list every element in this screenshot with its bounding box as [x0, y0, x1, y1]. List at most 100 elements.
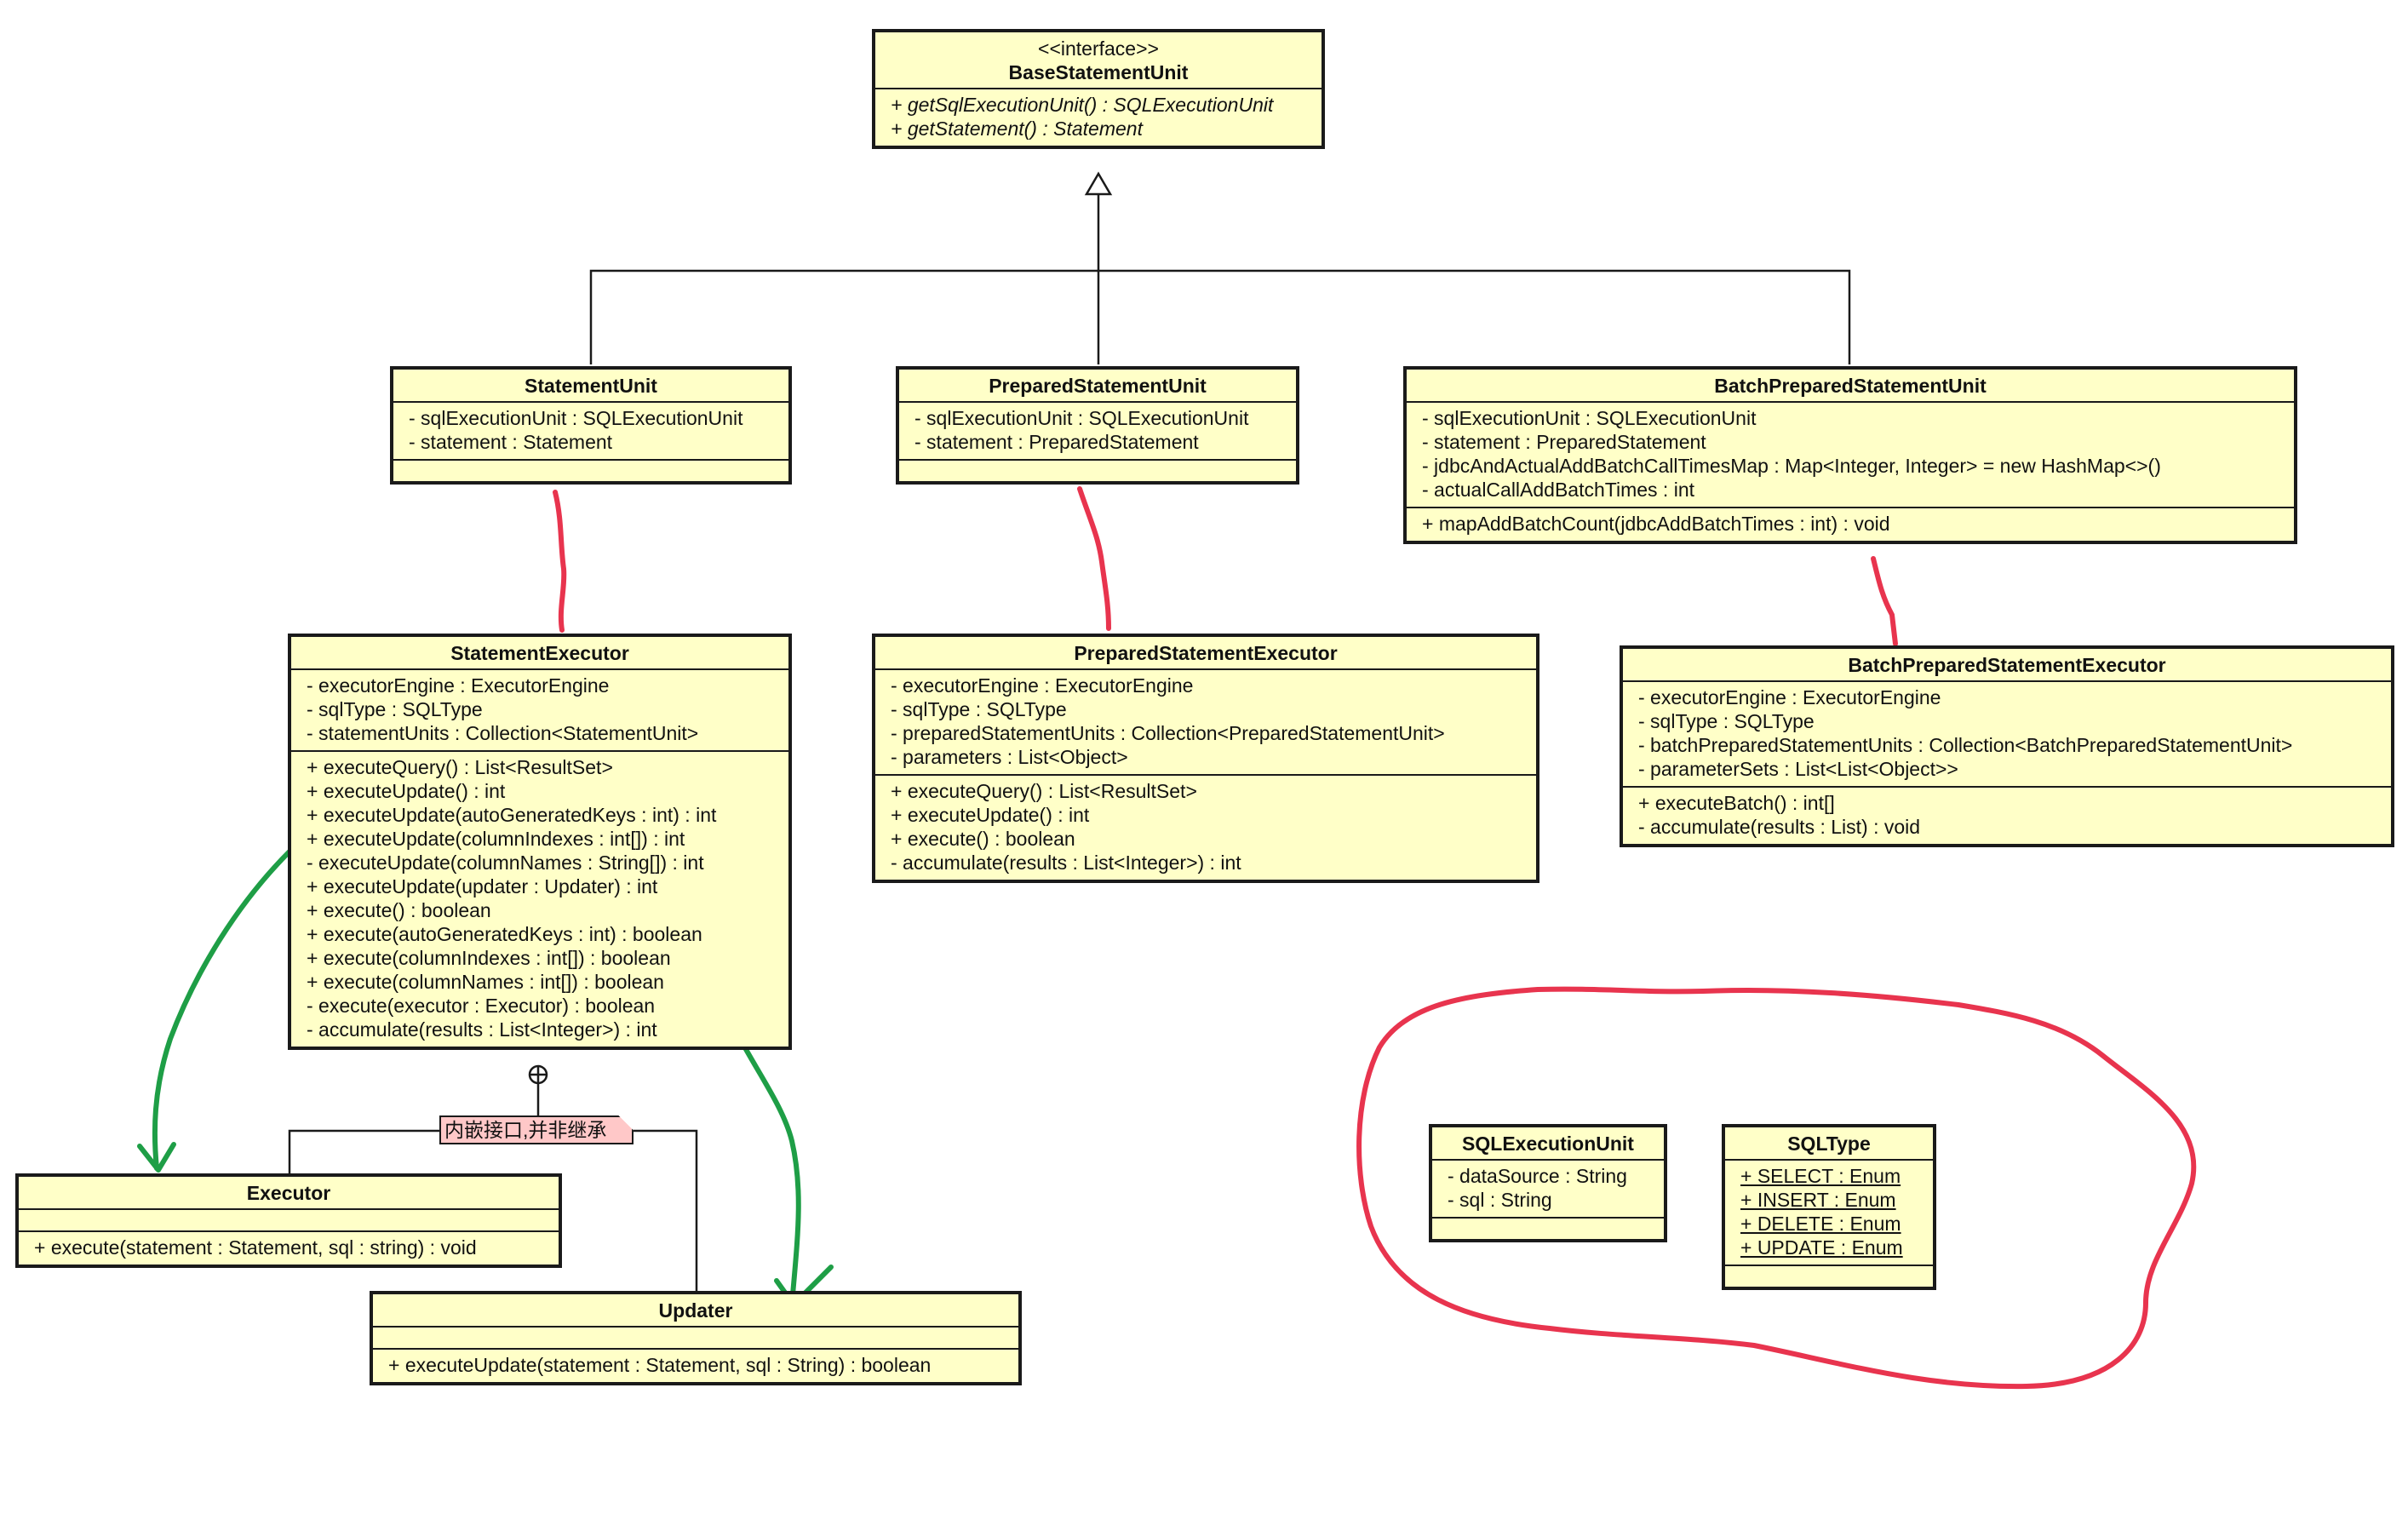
class-updater[interactable]: Updater + executeUpdate(statement : Stat… [370, 1291, 1022, 1385]
attributes-section: - executorEngine : ExecutorEngine - sqlT… [875, 670, 1536, 776]
attributes-section: + SELECT : Enum + INSERT : Enum + DELETE… [1725, 1161, 1933, 1266]
class-executor[interactable]: Executor + execute(statement : Statement… [15, 1173, 562, 1268]
attribute: - sql : String [1448, 1189, 1552, 1211]
attribute: - sqlExecutionUnit : SQLExecutionUnit [914, 407, 1249, 429]
class-name: SQLType [1725, 1127, 1933, 1161]
class-name: PreparedStatementExecutor [875, 637, 1536, 670]
red-annotation-link [1077, 486, 1111, 631]
red-annotation-circle [1356, 986, 2197, 1390]
generalization-arrowhead [1084, 171, 1113, 196]
attribute: + UPDATE : Enum [1740, 1236, 1903, 1259]
operation: + getStatement() : Statement [891, 118, 1143, 140]
green-arrowhead [137, 1142, 176, 1173]
attribute: - statementUnits : Collection<StatementU… [307, 722, 699, 744]
operations-section [393, 461, 788, 481]
class-base-statement-unit[interactable]: <<interface>> BaseStatementUnit + getSql… [872, 29, 1325, 149]
operation: + execute(columnIndexes : int[]) : boole… [307, 947, 671, 969]
attribute: - sqlType : SQLType [307, 698, 483, 720]
operations-section [899, 461, 1296, 481]
operation: + executeQuery() : List<ResultSet> [307, 756, 613, 778]
operations-section: + getSqlExecutionUnit() : SQLExecutionUn… [875, 89, 1322, 146]
operation: + getSqlExecutionUnit() : SQLExecutionUn… [891, 94, 1274, 116]
operation: + execute(autoGeneratedKeys : int) : boo… [307, 923, 702, 945]
operations-section: + executeBatch() : int[] - accumulate(re… [1623, 788, 2391, 844]
operations-section: + mapAddBatchCount(jdbcAddBatchTimes : i… [1407, 508, 2294, 541]
operations-section [1432, 1219, 1664, 1239]
class-name: PreparedStatementUnit [899, 370, 1296, 403]
attributes-section: - sqlExecutionUnit : SQLExecutionUnit - … [1407, 403, 2294, 508]
attribute: - parameters : List<Object> [891, 746, 1128, 768]
attribute: - statement : PreparedStatement [914, 431, 1199, 453]
class-batch-prepared-statement-unit[interactable]: BatchPreparedStatementUnit - sqlExecutio… [1403, 366, 2297, 544]
class-statement-executor[interactable]: StatementExecutor - executorEngine : Exe… [288, 634, 792, 1050]
attributes-section: - executorEngine : ExecutorEngine - sqlT… [1623, 682, 2391, 788]
attribute: - parameterSets : List<List<Object>> [1638, 758, 1958, 780]
generalization-line [589, 269, 1851, 364]
attribute: - dataSource : String [1448, 1165, 1627, 1187]
operation: - execute(executor : Executor) : boolean [307, 995, 656, 1017]
attribute: - executorEngine : ExecutorEngine [1638, 686, 1941, 708]
stereotype: <<interface>> [1038, 37, 1159, 60]
operation: + mapAddBatchCount(jdbcAddBatchTimes : i… [1422, 513, 1890, 535]
class-prepared-statement-executor[interactable]: PreparedStatementExecutor - executorEngi… [872, 634, 1539, 883]
attributes-section [373, 1328, 1018, 1350]
attribute: + INSERT : Enum [1740, 1189, 1896, 1211]
operation: - accumulate(results : List<Integer>) : … [307, 1018, 657, 1041]
class-name: Updater [373, 1294, 1018, 1328]
green-arrow [735, 1031, 801, 1307]
attribute: - statement : PreparedStatement [1422, 431, 1706, 453]
class-name: Executor [19, 1177, 559, 1210]
class-name: BatchPreparedStatementExecutor [1623, 649, 2391, 682]
operation: - accumulate(results : List) : void [1638, 816, 1921, 838]
attribute: - sqlExecutionUnit : SQLExecutionUnit [409, 407, 743, 429]
operation: + executeUpdate(columnIndexes : int[]) :… [307, 828, 685, 850]
attribute: + SELECT : Enum [1740, 1165, 1901, 1187]
attribute: - preparedStatementUnits : Collection<Pr… [891, 722, 1445, 744]
operation: + executeUpdate(updater : Updater) : int [307, 875, 658, 898]
operation: + execute(statement : Statement, sql : s… [34, 1236, 477, 1259]
green-arrow [152, 849, 292, 1171]
attribute: - sqlType : SQLType [891, 698, 1067, 720]
operation: + executeBatch() : int[] [1638, 792, 1835, 814]
red-annotation-link [553, 490, 567, 633]
operation: - accumulate(results : List<Integer>) : … [891, 852, 1241, 874]
attribute: - sqlExecutionUnit : SQLExecutionUnit [1422, 407, 1757, 429]
attributes-section [19, 1210, 559, 1232]
attribute: - executorEngine : ExecutorEngine [307, 674, 610, 697]
class-name: SQLExecutionUnit [1432, 1127, 1664, 1161]
class-prepared-statement-unit[interactable]: PreparedStatementUnit - sqlExecutionUnit… [896, 366, 1299, 485]
class-name: BatchPreparedStatementUnit [1407, 370, 2294, 403]
operation: + execute() : boolean [891, 828, 1075, 850]
class-name: BaseStatementUnit [1008, 61, 1189, 83]
operation: + executeQuery() : List<ResultSet> [891, 780, 1197, 802]
attribute: - batchPreparedStatementUnits : Collecti… [1638, 734, 2293, 756]
class-sql-type[interactable]: SQLType + SELECT : Enum + INSERT : Enum … [1722, 1124, 1936, 1290]
class-name: StatementUnit [393, 370, 788, 403]
attributes-section: - sqlExecutionUnit : SQLExecutionUnit - … [393, 403, 788, 461]
attributes-section: - executorEngine : ExecutorEngine - sqlT… [291, 670, 788, 752]
operation: + executeUpdate(autoGeneratedKeys : int)… [307, 804, 717, 826]
operation: + executeUpdate() : int [891, 804, 1090, 826]
attribute: - sqlType : SQLType [1638, 710, 1815, 732]
operation: + execute(columnNames : int[]) : boolean [307, 971, 664, 993]
note-nested-interface: 内嵌接口,并非继承 [439, 1115, 634, 1144]
operations-section: + execute(statement : Statement, sql : s… [19, 1232, 559, 1265]
nesting-line [288, 1083, 540, 1173]
class-statement-unit[interactable]: StatementUnit - sqlExecutionUnit : SQLEx… [390, 366, 792, 485]
operations-section: + executeQuery() : List<ResultSet> + exe… [875, 776, 1536, 880]
operation: + execute() : boolean [307, 899, 491, 921]
class-sql-execution-unit[interactable]: SQLExecutionUnit - dataSource : String -… [1429, 1124, 1667, 1242]
operation: - executeUpdate(columnNames : String[]) … [307, 852, 704, 874]
operations-section: + executeQuery() : List<ResultSet> + exe… [291, 752, 788, 1047]
operation: + executeUpdate(statement : Statement, s… [388, 1354, 932, 1376]
attribute: - actualCallAddBatchTimes : int [1422, 479, 1695, 501]
attributes-section: - dataSource : String - sql : String [1432, 1161, 1664, 1219]
attribute: - jdbcAndActualAddBatchCallTimesMap : Ma… [1422, 455, 2161, 477]
operations-section: + executeUpdate(statement : Statement, s… [373, 1350, 1018, 1382]
class-header: <<interface>> BaseStatementUnit [875, 32, 1322, 89]
attribute: + DELETE : Enum [1740, 1213, 1901, 1235]
class-batch-prepared-statement-executor[interactable]: BatchPreparedStatementExecutor - executo… [1620, 645, 2394, 847]
class-name: StatementExecutor [291, 637, 788, 670]
operations-section [1725, 1266, 1933, 1287]
attributes-section: - sqlExecutionUnit : SQLExecutionUnit - … [899, 403, 1296, 461]
